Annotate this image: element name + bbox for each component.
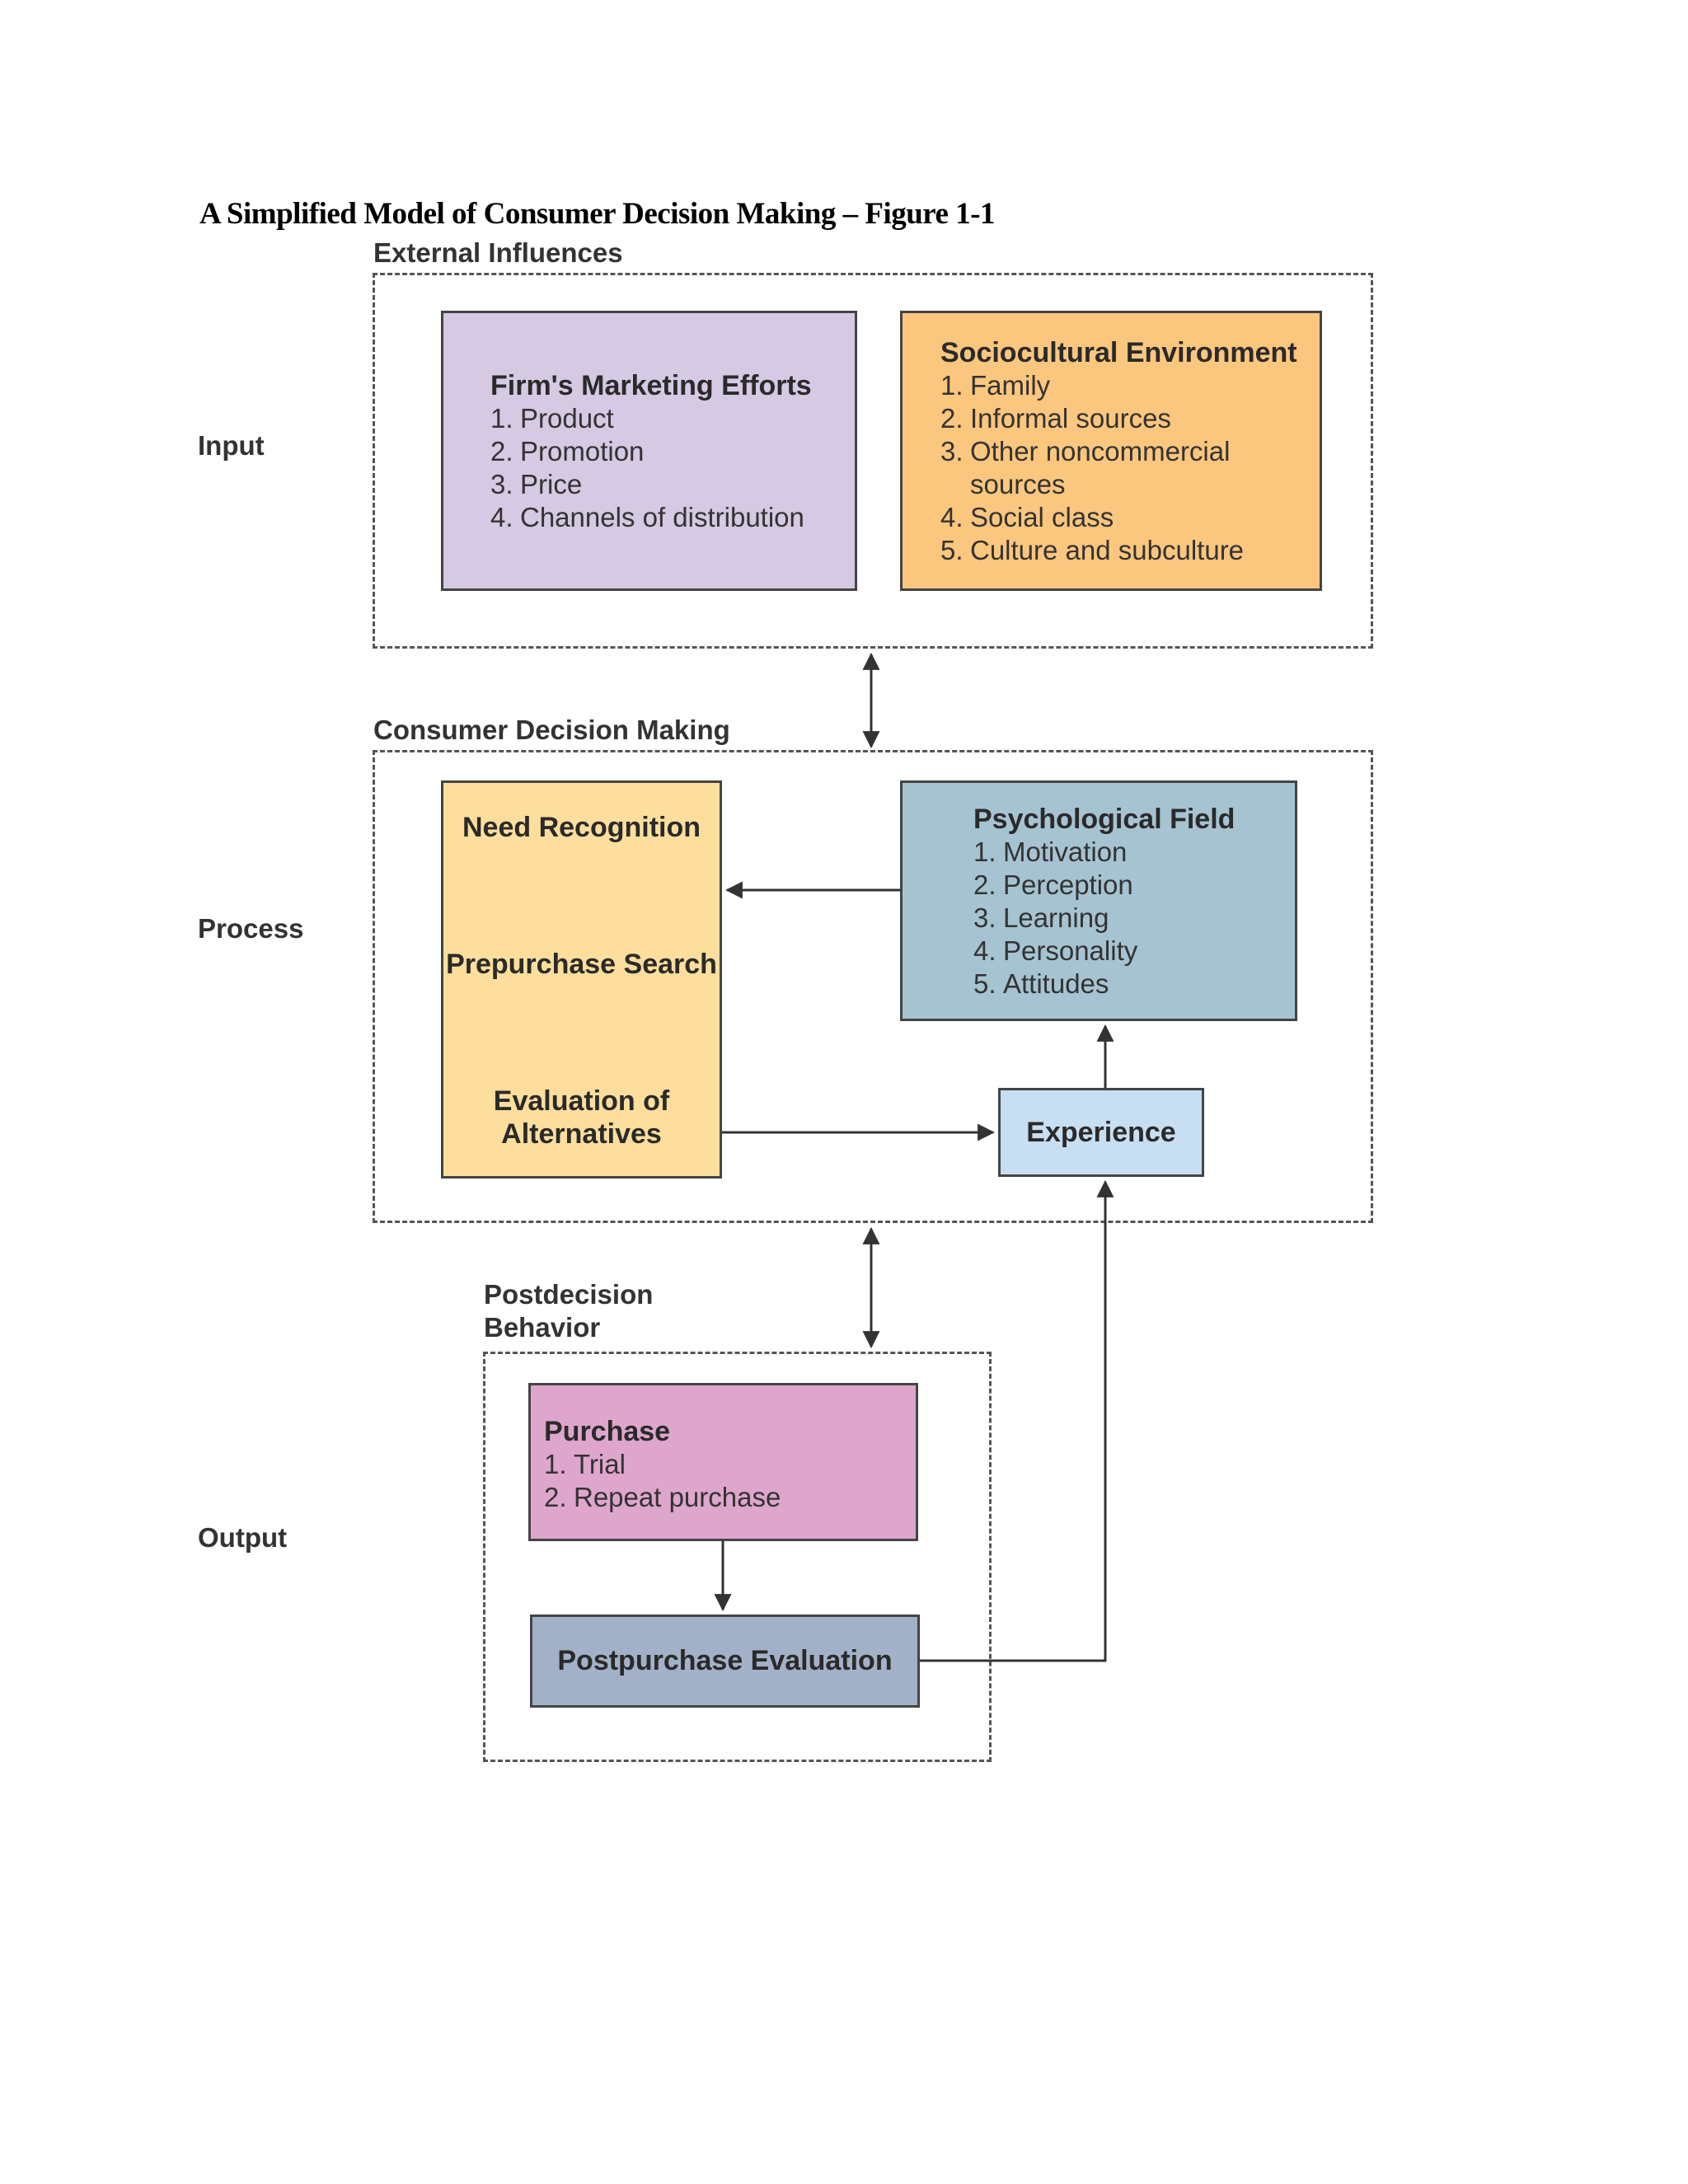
purchase-box: Purchase 1.Trial 2.Repeat purchase (528, 1383, 918, 1541)
page-title: A Simplified Model of Consumer Decision … (199, 197, 996, 231)
list-item: 4.Personality (973, 935, 1138, 966)
list-item: 2.Perception (973, 869, 1133, 900)
psychological-field-title: Psychological Field (973, 804, 1236, 835)
arrow-postpurchase-to-experience (920, 1179, 1114, 1662)
psychological-field-list: 1.Motivation 2.Perception 3.Learning 4.P… (973, 836, 1287, 1001)
postdecision-behavior-label-line2: Behavior (484, 1312, 601, 1343)
decision-stages-box: Need Recognition Prepurchase Search Eval… (441, 780, 722, 1179)
postdecision-behavior-label-line1: Postdecision (484, 1279, 654, 1310)
list-item: 2.Informal sources (940, 403, 1171, 434)
list-item: 3.Other noncommercial sources (940, 436, 1231, 499)
list-item: 2.Promotion (490, 436, 645, 466)
stage-need-recognition: Need Recognition (462, 812, 701, 843)
list-item: 4.Social class (940, 502, 1114, 532)
sociocultural-environment-title: Sociocultural Environment (940, 337, 1297, 368)
row-label-process: Process (198, 913, 304, 944)
postpurchase-evaluation-box: Postpurchase Evaluation (530, 1615, 920, 1708)
consumer-decision-making-group (373, 750, 1373, 1223)
purchase-list: 1.Trial 2.Repeat purchase (544, 1448, 907, 1514)
list-item: 3.Learning (973, 902, 1109, 933)
row-label-input: Input (198, 430, 265, 461)
list-item: 5.Culture and subculture (940, 535, 1245, 565)
marketing-efforts-list: 1.Product 2.Promotion 3.Price 4.Channels… (490, 402, 846, 534)
external-influences-group (373, 273, 1373, 649)
list-item: 3.Price (490, 469, 583, 499)
list-item: 5.Attitudes (973, 968, 1109, 999)
psychological-field-box: Psychological Field 1.Motivation 2.Perce… (900, 780, 1297, 1021)
stage-prepurchase-search: Prepurchase Search (446, 949, 717, 980)
list-item: 1.Trial (544, 1449, 626, 1479)
stage-evaluation-of-alternatives: Evaluation of Alternatives (493, 1085, 670, 1150)
sociocultural-environment-list: 1.Family 2.Informal sources 3.Other nonc… (940, 369, 1303, 567)
list-item: 1.Motivation (973, 837, 1128, 867)
external-influences-label: External Influences (373, 237, 623, 268)
postpurchase-evaluation-label: Postpurchase Evaluation (557, 1645, 893, 1676)
row-label-output: Output (198, 1522, 288, 1553)
consumer-decision-making-label: Consumer Decision Making (373, 715, 730, 745)
list-item: 4.Channels of distribution (490, 502, 804, 532)
purchase-title: Purchase (544, 1416, 671, 1447)
sociocultural-environment-box: Sociocultural Environment 1.Family 2.Inf… (900, 311, 1322, 591)
experience-label: Experience (1026, 1116, 1176, 1148)
postdecision-behavior-group (483, 1352, 992, 1762)
experience-box: Experience (998, 1088, 1204, 1177)
list-item: 1.Family (940, 370, 1051, 401)
postdecision-behavior-label: Postdecision Behavior (484, 1278, 653, 1344)
list-item: 1.Product (490, 403, 614, 434)
list-item: 2.Repeat purchase (544, 1482, 781, 1512)
marketing-efforts-box: Firm's Marketing Efforts 1.Product 2.Pro… (441, 311, 857, 591)
marketing-efforts-title: Firm's Marketing Efforts (490, 370, 812, 401)
